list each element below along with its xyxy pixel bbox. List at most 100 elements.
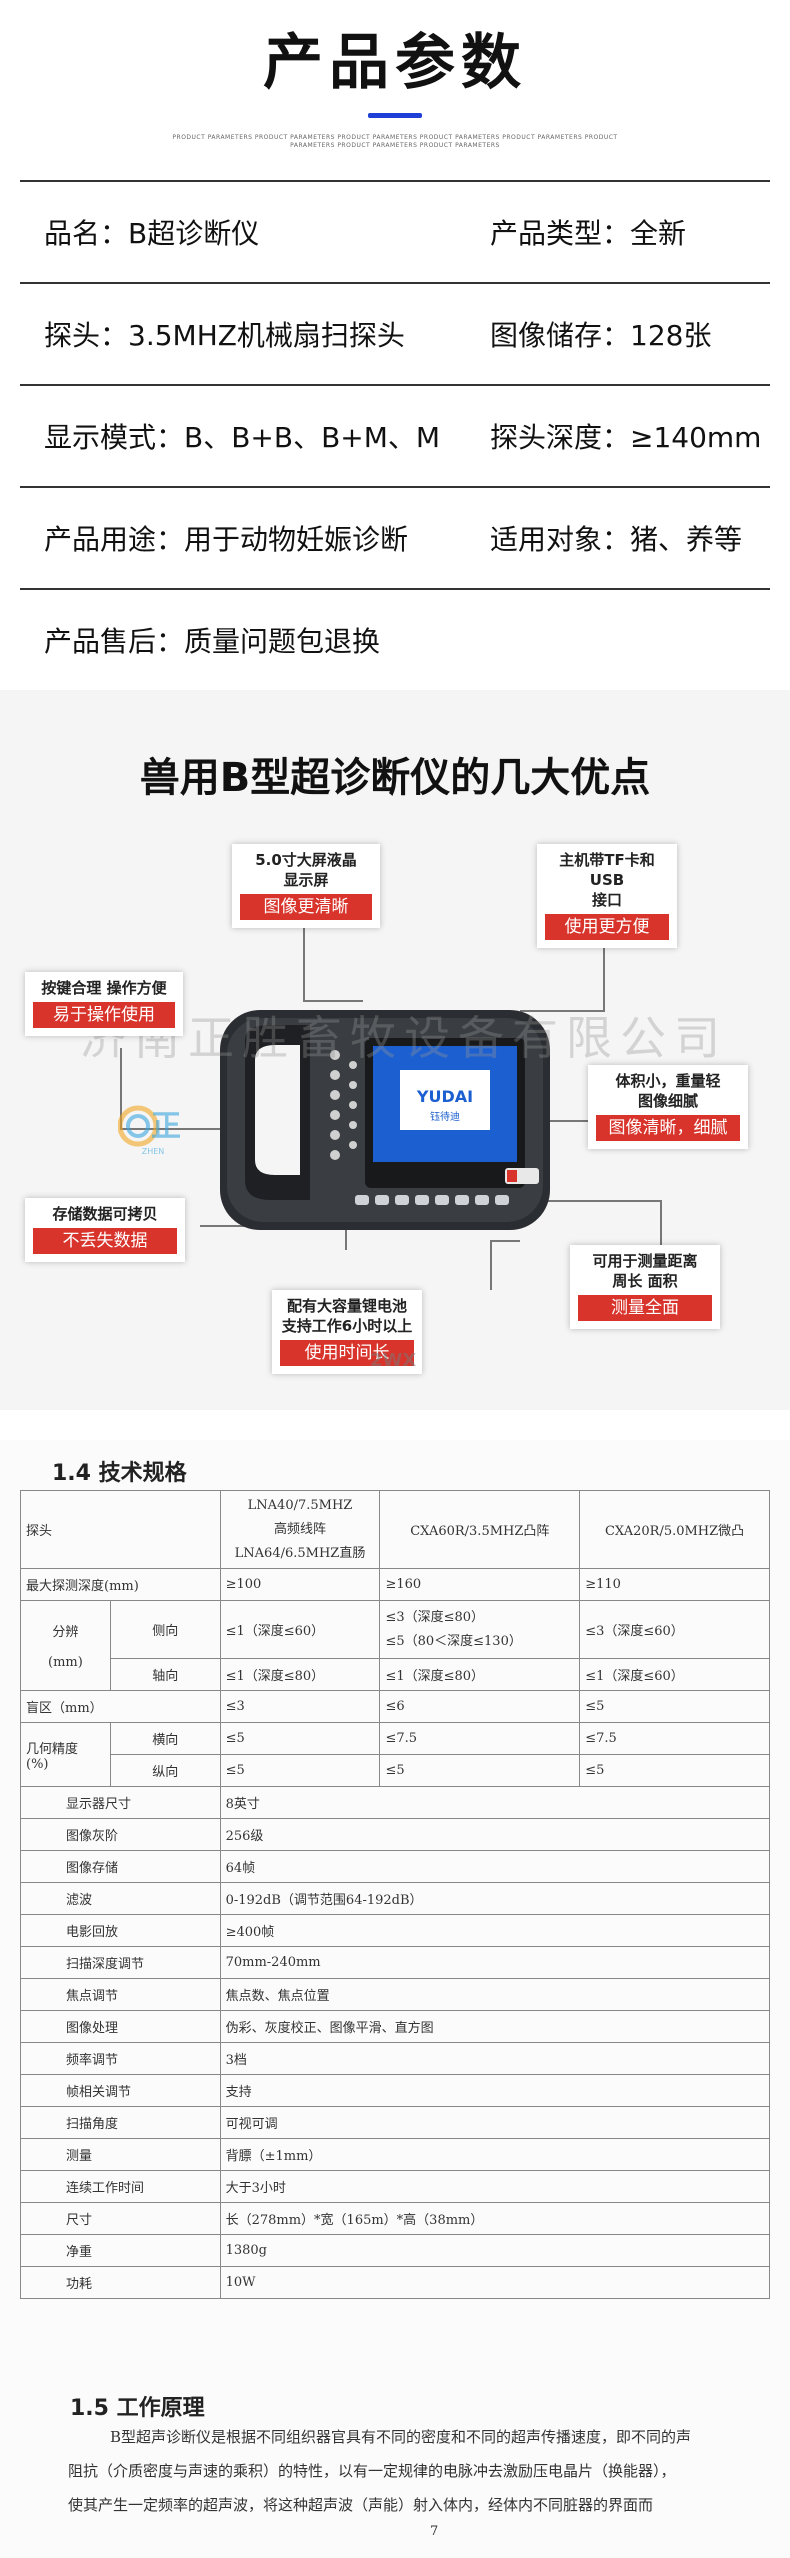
table-cell: ≤3（深度≤80） ≤5（80＜深度≤130） bbox=[379, 1600, 581, 1659]
callout-measure-text: 可用于测量距离 周长 面积 bbox=[592, 1252, 698, 1290]
table-cell: ≤7.5 bbox=[379, 1722, 581, 1755]
param-storage: 图像储存：128张 bbox=[490, 319, 712, 352]
spec-key: 尺寸 bbox=[20, 2202, 221, 2235]
callout-storage: 存储数据可拷贝 不丢失数据 bbox=[25, 1198, 185, 1262]
table-row: 轴向 ≤1（深度≤80） ≤1（深度≤80） ≤1（深度≤60） bbox=[21, 1658, 770, 1691]
spec-value: 伪彩、灰度校正、图像平滑、直方图 bbox=[219, 2010, 771, 2043]
callout-battery: 配有大容量锂电池 支持工作6小时以上 使用时间长 bbox=[272, 1290, 422, 1374]
blind-label: 盲区（mm） bbox=[20, 1690, 221, 1723]
title-accent-bar bbox=[368, 113, 422, 118]
principle-line: 阻抗（介质密度与声速的乘积）的特性，以有一定规律的电脉冲去激励压电晶片（换能器）… bbox=[68, 2462, 676, 2480]
spec-key: 扫描深度调节 bbox=[20, 1946, 221, 1979]
param-after-sales: 产品售后：质量问题包退换 bbox=[44, 625, 381, 658]
table-cell: ≤1（深度≤60） bbox=[219, 1600, 381, 1659]
table-cell: ≤1（深度≤80） bbox=[219, 1658, 381, 1691]
param-target: 适用对象：猪、养等 bbox=[490, 523, 743, 556]
spec-value: 支持 bbox=[219, 2074, 771, 2107]
callout-screen-badge: 图像更清晰 bbox=[240, 894, 372, 920]
callout-battery-badge: 使用时间长 bbox=[280, 1340, 414, 1366]
logo-sub: ZHEN bbox=[142, 1147, 165, 1156]
table-row: 尺寸长（278mm）*宽（165m）*高（38mm） bbox=[20, 2202, 771, 2235]
param-row: 产品售后：质量问题包退换 bbox=[20, 590, 770, 692]
probe-col3: CXA20R/5.0MHZ微凸 bbox=[579, 1490, 770, 1569]
table-row: 焦点调节焦点数、焦点位置 bbox=[20, 1978, 771, 2011]
title-subtext: PRODUCT PARAMETERS PRODUCT PARAMETERS PR… bbox=[172, 134, 618, 149]
callout-battery-text: 配有大容量锂电池 支持工作6小时以上 bbox=[281, 1297, 413, 1335]
table-row: 探头 LNA40/7.5MHZ 高频线阵 LNA64/6.5MHZ直肠 CXA6… bbox=[20, 1490, 770, 1569]
spec-value: 大于3小时 bbox=[219, 2170, 771, 2203]
spec-key: 显示器尺寸 bbox=[20, 1786, 221, 1819]
table-row: 测量背膘（±1mm） bbox=[20, 2138, 771, 2171]
geo-v-label: 纵向 bbox=[109, 1754, 221, 1787]
table-cell: ≤5 bbox=[219, 1722, 381, 1755]
depth-label: 最大探测深度(mm) bbox=[20, 1568, 221, 1601]
param-display-mode: 显示模式：B、B+B、B+M、M bbox=[44, 421, 441, 454]
callout-usb: 主机带TF卡和USB 接口 使用更方便 bbox=[537, 844, 677, 948]
callout-size-badge: 图像清晰，细腻 bbox=[596, 1115, 740, 1141]
table-cell: ≤3 bbox=[219, 1690, 381, 1723]
watermark-text: 济南正胜畜牧设备有限公司 bbox=[80, 1011, 728, 1065]
callout-keys-badge: 易于操作使用 bbox=[33, 1002, 175, 1028]
logo-char: 正 bbox=[151, 1109, 181, 1144]
spec-key: 连续工作时间 bbox=[20, 2170, 221, 2203]
probe-col2: CXA60R/3.5MHZ凸阵 bbox=[379, 1490, 581, 1569]
advantages-title: 兽用B型超诊断仪的几大优点 bbox=[139, 755, 651, 801]
spec-table: 探头 LNA40/7.5MHZ 高频线阵 LNA64/6.5MHZ直肠 CXA6… bbox=[20, 1490, 771, 2299]
spec-key: 净重 bbox=[20, 2234, 221, 2267]
ultrasound-device-illustration: YUDAI 钰待迪 bbox=[220, 1010, 550, 1230]
table-row: 帧相关调节支持 bbox=[20, 2074, 771, 2107]
callout-keys: 按键合理 操作方便 易于操作使用 bbox=[25, 972, 183, 1036]
param-type: 产品类型：全新 bbox=[490, 217, 687, 250]
table-cell: ≥110 bbox=[579, 1568, 770, 1601]
table-cell: ≤5 bbox=[219, 1754, 381, 1787]
callout-size-text: 体积小，重量轻 图像细腻 bbox=[615, 1072, 721, 1110]
callout-size: 体积小，重量轻 图像细腻 图像清晰，细腻 bbox=[588, 1065, 748, 1149]
principle-heading: 1.5 工作原理 bbox=[70, 2396, 205, 2421]
spec-value: ≥400帧 bbox=[219, 1914, 771, 1947]
spec-value: 8英寸 bbox=[219, 1786, 771, 1819]
spec-value: 0-192dB（调节范围64-192dB） bbox=[219, 1882, 771, 1915]
spec-key: 图像存储 bbox=[20, 1850, 221, 1883]
param-row: 探头：3.5MHZ机械扇扫探头 图像储存：128张 bbox=[20, 284, 770, 386]
table-row: 图像处理伪彩、灰度校正、图像平滑、直方图 bbox=[20, 2010, 771, 2043]
table-cell: ≤1（深度≤60） bbox=[579, 1658, 770, 1691]
spec-key: 焦点调节 bbox=[20, 1978, 221, 2011]
table-row: 连续工作时间大于3小时 bbox=[20, 2170, 771, 2203]
spec-value: 3档 bbox=[219, 2042, 771, 2075]
param-probe: 探头：3.5MHZ机械扇扫探头 bbox=[44, 319, 405, 352]
spec-key: 功耗 bbox=[20, 2266, 221, 2299]
spec-key: 帧相关调节 bbox=[20, 2074, 221, 2107]
page-number: 7 bbox=[430, 2524, 439, 2539]
corner-tag: 2WX bbox=[370, 1350, 417, 1371]
param-row: 品名：B超诊断仪 产品类型：全新 bbox=[20, 182, 770, 284]
table-row: 几何精度 (%) 横向 ≤5 ≤7.5 ≤7.5 bbox=[20, 1722, 770, 1787]
table-cell: ≤6 bbox=[379, 1690, 581, 1723]
callout-storage-text: 存储数据可拷贝 bbox=[52, 1205, 158, 1223]
spec-value: 1380g bbox=[219, 2234, 771, 2267]
spec-key: 滤波 bbox=[20, 1882, 221, 1915]
res-lat-label: 侧向 bbox=[109, 1600, 221, 1659]
callout-usb-text: 主机带TF卡和USB 接口 bbox=[559, 851, 655, 909]
spec-key: 测量 bbox=[20, 2138, 221, 2171]
table-cell: ≤5 bbox=[579, 1754, 770, 1787]
table-row: 分辨 (mm) 侧向 ≤1（深度≤60） ≤3（深度≤80） ≤5（80＜深度≤… bbox=[20, 1600, 770, 1691]
device-brand-cn: 钰待迪 bbox=[430, 1110, 460, 1123]
table-cell: ≤3（深度≤60） bbox=[579, 1600, 770, 1659]
param-name: 品名：B超诊断仪 bbox=[44, 217, 260, 250]
table-cell: ≤7.5 bbox=[579, 1722, 770, 1755]
principle-line: 使其产生一定频率的超声波，将这种超声波（声能）射入体内，经体内不同脏器的界面而 bbox=[68, 2496, 654, 2514]
callout-keys-text: 按键合理 操作方便 bbox=[41, 979, 167, 997]
spec-value: 10W bbox=[219, 2266, 771, 2299]
callout-screen-text: 5.0寸大屏液晶 显示屏 bbox=[255, 851, 357, 889]
res-ax-label: 轴向 bbox=[109, 1658, 221, 1691]
table-row: 纵向 ≤5 ≤5 ≤5 bbox=[21, 1754, 770, 1787]
param-usage: 产品用途：用于动物妊娠诊断 bbox=[44, 523, 409, 556]
spec-key: 图像灰阶 bbox=[20, 1818, 221, 1851]
table-row: 盲区（mm） ≤3 ≤6 ≤5 bbox=[20, 1690, 770, 1723]
spec-key: 扫描角度 bbox=[20, 2106, 221, 2139]
spec-value: 背膘（±1mm） bbox=[219, 2138, 771, 2171]
